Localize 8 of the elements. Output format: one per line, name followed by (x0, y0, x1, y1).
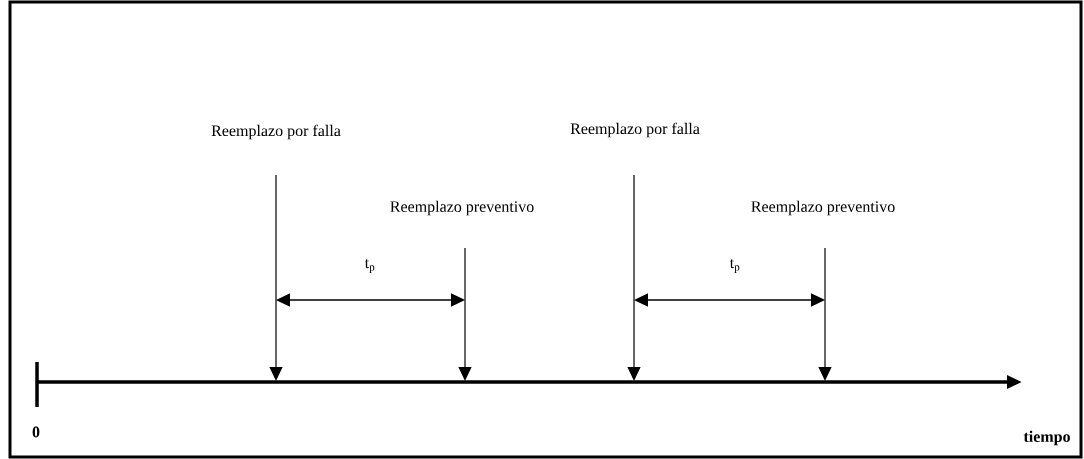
interval-label: t$_{p}$ (729, 259, 740, 273)
interval-label: t$_{p}$ (364, 259, 375, 273)
event-label: Reemplazo preventivo (390, 200, 534, 216)
axis-label: tiempo (1023, 430, 1070, 446)
event-label: Reemplazo por falla (211, 124, 341, 140)
event-label: Reemplazo por falla (570, 122, 700, 138)
origin-label: 0 (32, 426, 40, 438)
event-label: Reemplazo preventivo (751, 200, 895, 216)
